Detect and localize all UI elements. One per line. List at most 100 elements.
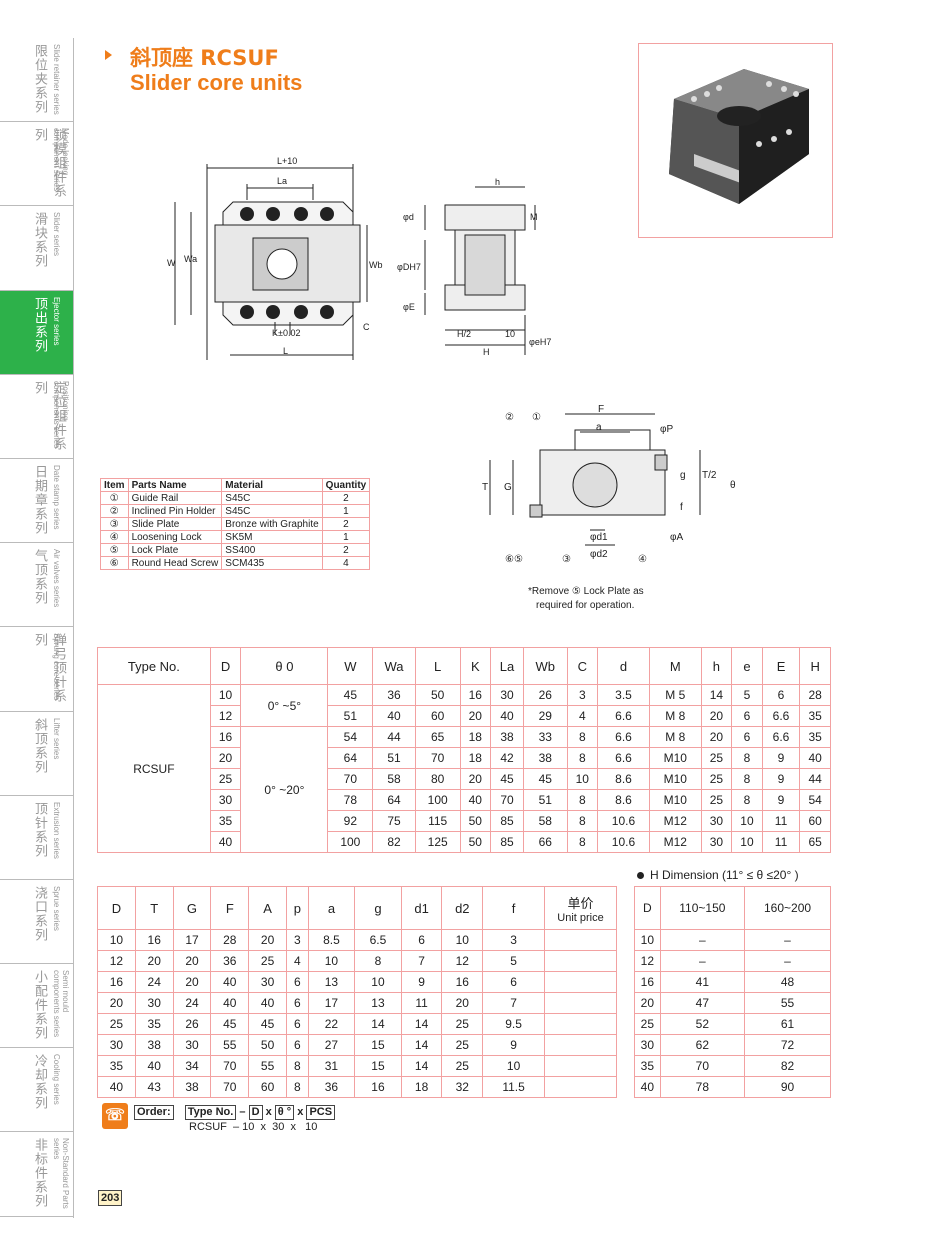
dim-cell: 8 [285,1076,309,1098]
dim-cell: 9 [482,1034,545,1056]
dim-A: φA [670,532,683,543]
note-line2: required for operation. [536,600,635,611]
dim-cell: 3 [285,929,309,951]
dim-cell: 70 [210,1076,250,1098]
dim-cell: 20 [134,950,174,972]
main-header: W [327,647,374,685]
main-cell: 38 [522,747,568,769]
dim-P: φP [660,424,673,435]
main-header: Type No. [97,647,211,685]
dim-cell: 25 [248,950,287,972]
bullet-icon [637,872,644,879]
main-cell: 29 [522,705,568,727]
dim-cell: 50 [248,1034,287,1056]
main-cell: 20 [209,747,242,769]
main-header: La [490,647,524,685]
dim-header: F [210,886,250,930]
hd-cell: 30 [634,1034,661,1056]
main-cell: 12 [209,705,242,727]
main-cell: 6.6 [597,726,650,748]
dim-cell: 11.5 [482,1076,545,1098]
dim-cell: 38 [134,1034,174,1056]
dim-L10: L+10 [277,156,297,166]
hd-cell: 70 [659,1055,746,1077]
main-cell: 10 [731,810,763,832]
dim-T: T [482,482,488,493]
main-cell: 80 [414,768,461,790]
sidebar-tab-en: Slide retainer series [52,44,61,115]
sidebar-tab-zh: 限位夹系列 [32,44,47,114]
dim-g: g [680,470,686,481]
dim-Wb: Wb [369,260,383,270]
hd-cell: 35 [634,1055,661,1077]
sidebar-tab-zh: 日期章系列 [32,464,47,535]
main-cell: 40 [459,789,492,811]
page-number: 203 [98,1190,123,1206]
dim-cell: 9 [400,971,443,993]
dim-E: φE [403,302,415,312]
sidebar-tab-zh: 浇口系列 [32,885,47,942]
phone-icon: ☏ [102,1103,128,1129]
sidebar-tab-zh: 弹弓顶针系列 [32,633,66,704]
type-cell: RCSUF [97,684,211,853]
main-cell: 25 [700,747,733,769]
order-example-value: RCSUF – 10 x 30 x 10 [189,1121,318,1133]
dim-cell: 25 [97,1013,136,1035]
sidebar-tab-en: Non-Standard Parts series [52,1138,70,1210]
dim-cell: 7 [482,992,545,1014]
hd-cell: 62 [659,1034,746,1056]
dim-cell: 9.5 [482,1013,545,1035]
main-cell: 9 [761,747,801,769]
dim-cell: 45 [210,1013,250,1035]
main-cell: 20 [700,705,733,727]
dim-cell: 36 [210,950,250,972]
dim-cell: 40 [248,992,287,1014]
main-cell: 11 [761,831,801,853]
dim-cell: 16 [354,1076,402,1098]
dim-f: f [680,502,683,513]
dim-header: d1 [400,886,443,930]
hd-cell: 55 [744,992,831,1014]
dim-cell: 38 [172,1076,212,1098]
dim-cell: 6 [285,971,309,993]
dim-C: C [363,322,370,332]
parts-cell: Loosening Lock [127,530,223,544]
parts-cell: 4 [321,556,371,570]
parts-cell: SK5M [221,530,323,544]
dim-cell: 10 [441,929,484,951]
main-cell: 6.6 [597,747,650,769]
sidebar-tab[interactable]: 限位夹系列 Slide retainer series [0,38,73,123]
dim-cell: 16 [441,971,484,993]
main-cell: 30 [490,684,524,706]
main-cell: 65 [799,831,831,853]
main-header: Wb [522,647,568,685]
callout-3: ③ [562,554,571,565]
sidebar-tab-zh: 气顶系列 [32,549,47,606]
hd-cell: 52 [659,1013,746,1035]
sidebar-tab-en: Lifter series [52,717,61,759]
hd-cell: 78 [659,1076,746,1098]
dim-cell: 40 [210,992,250,1014]
hd-header: 110~150 [659,886,746,930]
parts-cell: 1 [321,504,371,518]
main-cell: 50 [459,810,492,832]
main-cell: 10 [209,684,242,706]
dim-h: h [495,177,500,187]
dim-cell: 22 [307,1013,356,1035]
